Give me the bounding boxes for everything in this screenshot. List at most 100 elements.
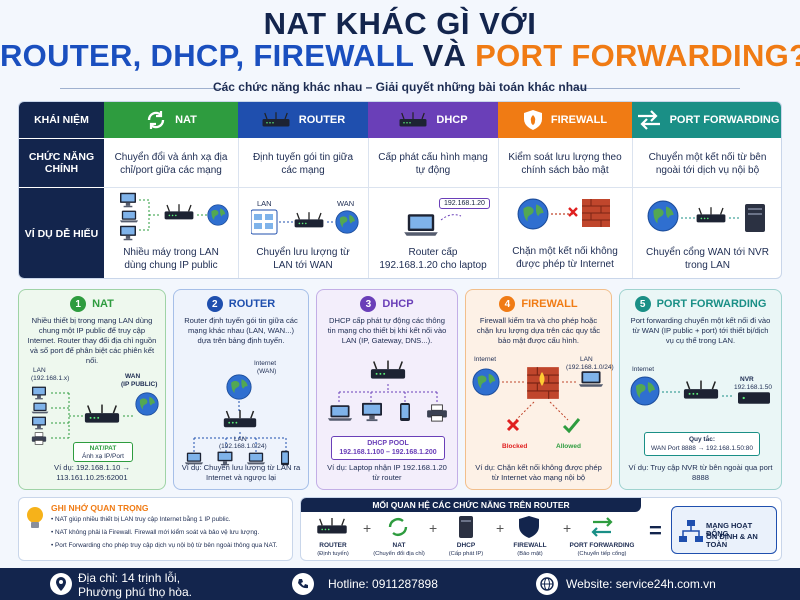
card-nat-wan: WAN [125, 373, 141, 380]
function-dhcp: Cấp phát cấu hình mạng tự động [378, 152, 488, 176]
portforwarding-example-illustration [647, 200, 765, 232]
router-example-wan: WAN [337, 199, 355, 208]
card-dhcp-desc: DHCP cấp phát tự động các thông tin mạng… [327, 316, 447, 345]
globe-icon [536, 573, 558, 595]
title-line2-a: ROUTER, DHCP, FIREWALL [0, 38, 423, 73]
col-head-nat: NAT [104, 102, 238, 138]
function-router: Định tuyến gói tin giữa các mạng [252, 152, 354, 176]
relation-item-firewall-sub: (Bảo mật) [517, 551, 543, 557]
relation-title: MỐI QUAN HỆ CÁC CHỨC NĂNG TRÊN ROUTER [301, 498, 641, 512]
dhcp-example-ip: 192.168.1.20 [439, 198, 490, 209]
card-dhcp-pool: DHCP POOL [367, 440, 409, 447]
card-portforwarding-rule-title: Quy tắc: [688, 436, 715, 443]
relation-item-firewall: FIREWALL [513, 542, 547, 549]
card-router-lan: LAN [234, 436, 247, 443]
card-nat-lan: LAN [33, 367, 46, 374]
card-firewall-blocked: Blocked [502, 443, 528, 450]
card-portforwarding-name: PORT FORWARDING [656, 298, 767, 310]
card-router-diagram [193, 374, 287, 458]
card-portforwarding-title: 5 PORT FORWARDING [620, 296, 781, 312]
footer-hotline[interactable]: Hotline: 0911287898 [328, 577, 438, 591]
col-head-firewall-label: FIREWALL [550, 114, 608, 126]
card-nat-natpat2: Ánh xạ IP/Port [82, 453, 124, 460]
card-dhcp-pool-range: 192.168.1.100 – 192.168.1.200 [339, 449, 437, 456]
footer-website[interactable]: Website: service24h.com.vn [566, 577, 716, 591]
card-portforwarding-diagram [630, 376, 770, 406]
relation-result: MẠNG HOẠT ĐỘNG ỔN ĐỊNH & AN TOÀN [671, 506, 777, 554]
equals-icon: = [649, 518, 662, 543]
card-nat-wan-ip: (IP PUBLIC) [121, 381, 158, 388]
card-dhcp-title: 3 DHCP [317, 296, 457, 312]
subtitle: Các chức năng khác nhau – Giải quyết nhữ… [212, 80, 588, 94]
function-nat: Chuyển đổi và ánh xạ địa chỉ/port giữa c… [114, 152, 228, 176]
function-firewall: Kiểm soát lưu lượng theo chính sách bảo … [508, 152, 622, 176]
example-nat: Nhiều máy trong LAN dùng chung IP public [123, 247, 219, 271]
card-portforwarding-rule: WAN Port 8888 → 192.168.1.50:80 [650, 445, 754, 452]
col-head-router-label: ROUTER [298, 114, 346, 126]
card-firewall-lan-ip: (192.168.1.0/24) [566, 364, 614, 371]
table-divider [498, 138, 499, 278]
table-divider [368, 138, 369, 278]
example-portforwarding: Chuyển cổng WAN tới NVR trong LAN [646, 247, 769, 271]
card-portforwarding-number: 5 [634, 296, 651, 312]
card-dhcp-number: 3 [360, 296, 377, 312]
note-item-1: • NAT giúp nhiều thiết bị LAN truy cập I… [51, 516, 231, 523]
col-head-nat-label: NAT [175, 114, 197, 126]
network-icon [679, 520, 703, 542]
swap-arrows-icon [637, 110, 660, 130]
firewall-example-illustration [517, 198, 611, 230]
note-item-3-text: Port Forwarding cho phép truy cập dịch v… [55, 542, 278, 549]
card-portforwarding-nvr: NVR [740, 376, 754, 383]
nat-example-illustration [119, 192, 229, 241]
location-icon [50, 573, 72, 595]
col-head-portforwarding-label: PORT FORWARDING [669, 114, 780, 126]
important-note: GHI NHỚ QUAN TRỌNG • NAT giúp nhiều thiế… [18, 497, 293, 561]
footer-address-line1: Địa chỉ: 14 trịnh lỗi, [78, 571, 181, 585]
svg-text:+: + [563, 520, 571, 536]
card-router-lan-ip: (192.168.1.0/24) [219, 443, 267, 450]
note-item-2-text: NAT không phải là Firewall. Firewall mới… [55, 529, 260, 536]
table-divider [104, 187, 781, 188]
router-icon [398, 112, 428, 129]
relation-panel: MỐI QUAN HỆ CÁC CHỨC NĂNG TRÊN ROUTER + … [300, 497, 782, 561]
relation-item-portforwarding-sub: (Chuyển tiếp cổng) [577, 551, 627, 557]
card-firewall-example: Ví dụ: Chặn kết nối không được phép từ I… [475, 463, 602, 482]
card-dhcp-name: DHCP [382, 298, 414, 310]
card-firewall-internet: Internet [474, 356, 497, 363]
function-portforwarding: Chuyển một kết nối từ bên ngoài tới dịch… [648, 152, 767, 176]
col-head-portforwarding: PORT FORWARDING [632, 102, 781, 138]
row-head-concept: KHÁI NIỆM [19, 102, 104, 138]
relation-item-nat-sub: (Chuyển đổi địa chỉ) [373, 551, 425, 557]
relation-item-router: ROUTER [319, 542, 347, 549]
card-nat-natpat-box: NAT/PAT Ánh xạ IP/Port [73, 442, 133, 462]
comparison-table: KHÁI NIỆM CHỨC NĂNG CHÍNH VÍ DỤ DỄ HIỂU … [18, 101, 782, 279]
card-firewall-lan: LAN [580, 356, 593, 363]
card-nat-number: 1 [70, 296, 87, 312]
refresh-icon [147, 111, 165, 129]
table-divider [632, 138, 633, 278]
card-firewall-diagram [472, 366, 604, 434]
note-item-1-text: NAT giúp nhiều thiết bị LAN truy cập Int… [55, 516, 231, 523]
footer-address-line2: Phường phú thọ hòa. [78, 585, 192, 599]
card-nat-diagram [31, 386, 159, 445]
relation-item-portforwarding: PORT FORWARDING [569, 542, 635, 549]
relation-item-dhcp: DHCP [456, 542, 476, 549]
dhcp-example-illustration [404, 214, 462, 236]
subtitle-rule-right [575, 88, 740, 89]
title-line2: ROUTER, DHCP, FIREWALL VÀ PORT FORWARDIN… [0, 38, 800, 74]
shield-icon [523, 109, 543, 131]
subtitle-rule-left [60, 88, 225, 89]
card-router-number: 2 [206, 296, 223, 312]
note-item-2: • NAT không phải là Firewall. Firewall m… [51, 529, 260, 536]
example-router: Chuyển lưu lượng từ LAN tới WAN [256, 247, 350, 271]
title-line1: NAT KHÁC GÌ VỚI [263, 6, 537, 41]
card-portforwarding-example: Ví dụ: Truy cập NVR từ bên ngoài qua por… [628, 463, 773, 482]
relation-icons: + + + + [316, 516, 613, 538]
card-firewall-name: FIREWALL [521, 298, 578, 310]
card-dhcp: 3 DHCP DHCP cấp phát tự động các thông ti… [316, 289, 458, 490]
